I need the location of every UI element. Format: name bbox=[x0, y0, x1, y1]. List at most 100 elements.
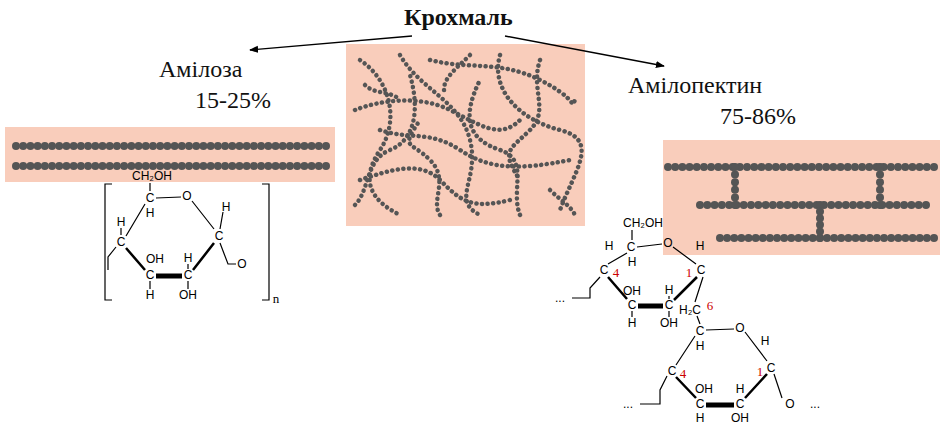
glucose-bead bbox=[120, 142, 128, 150]
glucose-bead bbox=[171, 142, 179, 150]
glucose-bead bbox=[12, 142, 20, 150]
glucose-bead bbox=[149, 142, 157, 150]
glucose-bead bbox=[142, 162, 150, 170]
glucose-bead bbox=[762, 201, 770, 209]
glucose-bead bbox=[228, 142, 236, 150]
polymer-name: Амілоза bbox=[159, 54, 271, 85]
glucose-bead bbox=[264, 162, 272, 170]
glucose-bead bbox=[19, 142, 27, 150]
glucose-bead bbox=[106, 162, 114, 170]
glucose-bead bbox=[106, 142, 114, 150]
atom-symbol: C bbox=[146, 269, 155, 281]
arrow-connector bbox=[250, 36, 412, 50]
atom-number: 1 bbox=[686, 266, 693, 279]
atom-symbol: C bbox=[628, 299, 637, 311]
atom-symbol: H bbox=[628, 256, 637, 268]
glucose-bead bbox=[48, 142, 56, 150]
glucose-bead bbox=[791, 201, 799, 209]
atom-symbol: OH bbox=[731, 412, 749, 424]
atom-symbol: H bbox=[184, 252, 193, 264]
atom-symbol: C bbox=[696, 325, 705, 337]
glucose-bead bbox=[308, 162, 316, 170]
glucose-bead bbox=[747, 201, 755, 209]
glucose-bead bbox=[84, 142, 92, 150]
atom-symbol: H bbox=[665, 284, 674, 296]
glucose-bead bbox=[822, 163, 830, 171]
glucose-bead bbox=[858, 163, 866, 171]
glucose-bead bbox=[766, 234, 774, 242]
atom-symbol: C bbox=[697, 264, 706, 276]
glucose-bead bbox=[62, 162, 70, 170]
chain bbox=[444, 55, 470, 95]
glucose-bead bbox=[671, 163, 679, 171]
glucose-bead bbox=[876, 171, 884, 179]
glucose-bead bbox=[55, 142, 63, 150]
glucose-bead bbox=[837, 163, 845, 171]
glucose-bead bbox=[163, 142, 171, 150]
atom-symbol: H bbox=[605, 240, 614, 252]
atom-symbol: O bbox=[785, 398, 794, 410]
glucose-bead bbox=[678, 163, 686, 171]
glucose-bead bbox=[901, 234, 909, 242]
glucose-bead bbox=[837, 234, 845, 242]
atom-symbol: C bbox=[736, 398, 745, 410]
glucose-bead bbox=[759, 234, 767, 242]
glucose-bead bbox=[907, 201, 915, 209]
glucose-bead bbox=[322, 142, 330, 150]
glucose-bead bbox=[923, 234, 931, 242]
glucose-bead bbox=[779, 163, 787, 171]
arrow-connector bbox=[505, 36, 664, 66]
glucose-bead bbox=[930, 163, 938, 171]
atom-symbol: H bbox=[761, 335, 770, 347]
glucose-bead bbox=[737, 234, 745, 242]
glucose-bead bbox=[686, 163, 694, 171]
glucose-bead bbox=[893, 201, 901, 209]
glucose-bead bbox=[700, 163, 708, 171]
chain bbox=[355, 75, 415, 205]
glucose-bead bbox=[113, 142, 121, 150]
glucose-bead bbox=[780, 234, 788, 242]
glucose-bead bbox=[156, 162, 164, 170]
glucose-bead bbox=[880, 234, 888, 242]
glucose-bead bbox=[745, 234, 753, 242]
glucose-bead bbox=[91, 162, 99, 170]
glucose-bead bbox=[228, 162, 236, 170]
atom-symbol: H bbox=[696, 240, 705, 252]
glucose-bead bbox=[300, 142, 308, 150]
glucose-bead bbox=[876, 163, 884, 171]
glucose-bead bbox=[916, 234, 924, 242]
atom-symbol: ... bbox=[555, 292, 565, 304]
glucose-bead bbox=[894, 234, 902, 242]
atom-symbol: n bbox=[273, 292, 280, 305]
atom-symbol: OH bbox=[660, 317, 678, 329]
glucose-bead bbox=[272, 142, 280, 150]
glucose-bead bbox=[731, 171, 739, 179]
glucose-bead bbox=[731, 193, 739, 201]
atom-symbol: C bbox=[146, 192, 155, 204]
glucose-bead bbox=[731, 163, 739, 171]
glucose-bead bbox=[19, 162, 27, 170]
glucose-bead bbox=[257, 162, 265, 170]
glucose-bead bbox=[793, 163, 801, 171]
glucose-bead bbox=[829, 163, 837, 171]
atom-symbol: OH bbox=[623, 285, 641, 297]
glucose-bead bbox=[900, 201, 908, 209]
glucose-bead bbox=[315, 162, 323, 170]
glucose-bead bbox=[26, 142, 34, 150]
glucose-bead bbox=[750, 163, 758, 171]
atom-symbol: ... bbox=[810, 398, 820, 410]
atom-symbol: C bbox=[117, 236, 126, 248]
glucose-bead bbox=[915, 201, 923, 209]
glucose-bead bbox=[844, 163, 852, 171]
atom-symbol: CH₂OH bbox=[623, 217, 663, 229]
glucose-bead bbox=[250, 162, 258, 170]
bond bbox=[572, 230, 782, 404]
glucose-bead bbox=[776, 201, 784, 209]
glucose-bead bbox=[322, 162, 330, 170]
atom-number: 1 bbox=[757, 365, 764, 378]
glucose-bead bbox=[849, 201, 857, 209]
glucose-bead bbox=[830, 234, 838, 242]
glucose-bead bbox=[149, 162, 157, 170]
amylose-node: Амілоза15-25% bbox=[155, 50, 275, 119]
